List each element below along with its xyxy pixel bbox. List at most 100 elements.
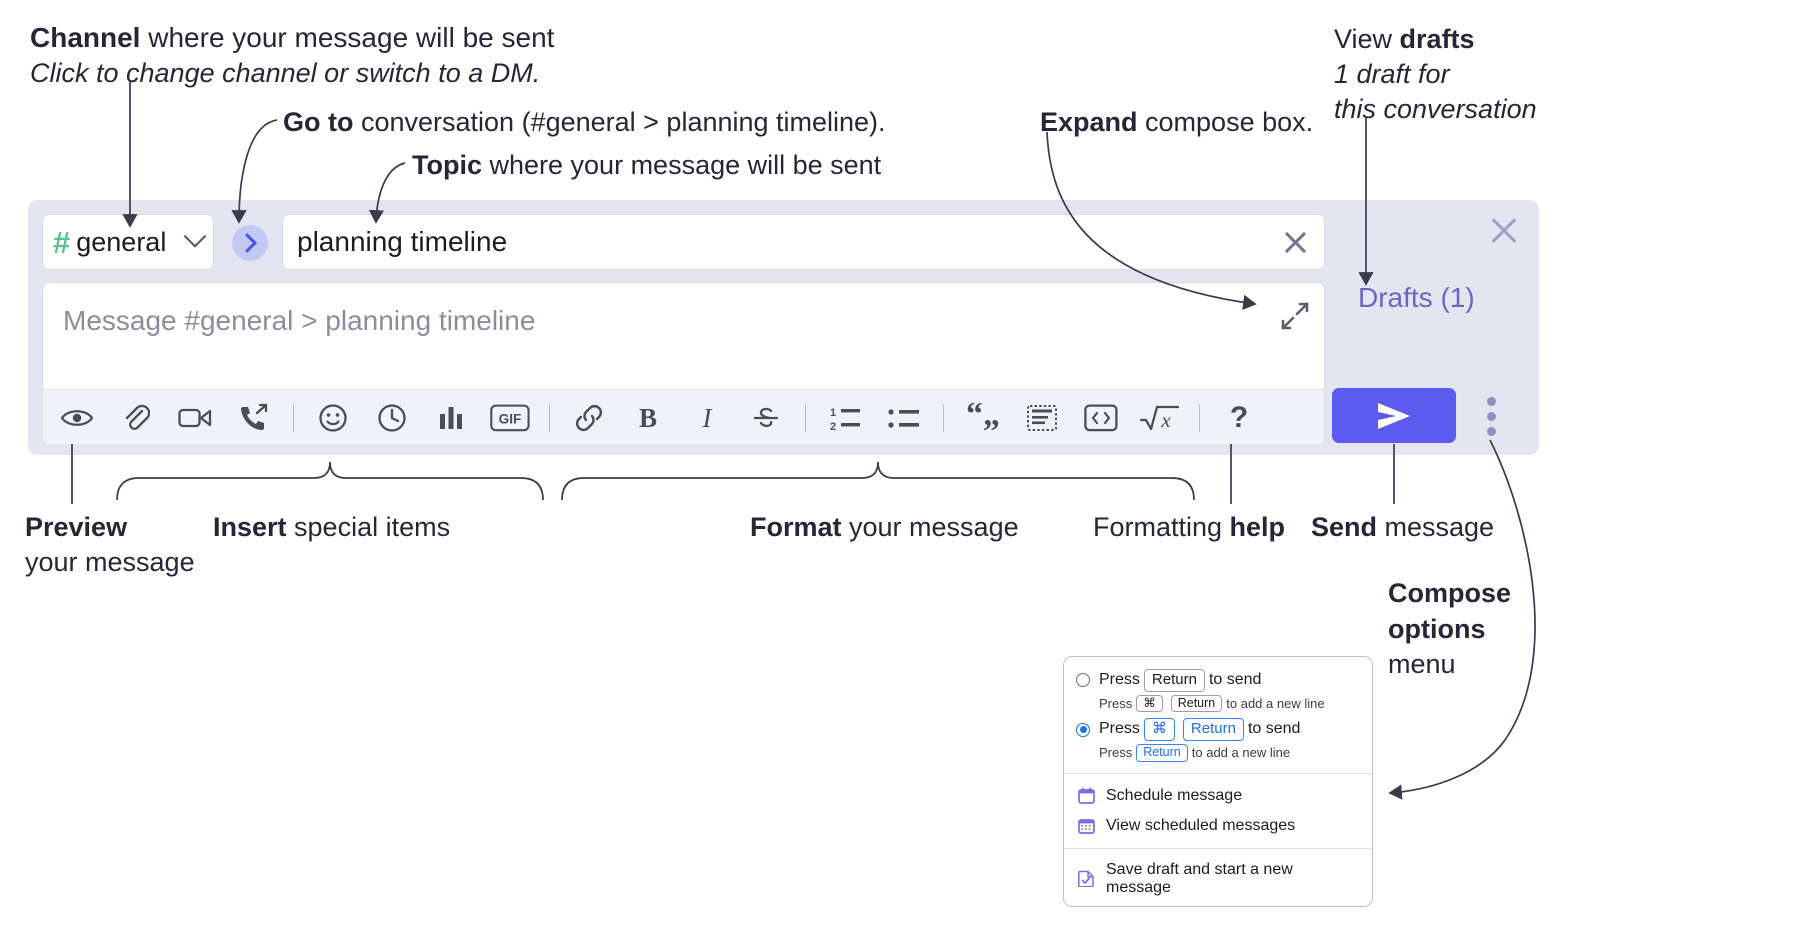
compose-panel: Drafts (1) # general planning timeline: [28, 200, 1539, 455]
annotation-format-bold: Format: [750, 512, 842, 542]
toolbar-divider: [1199, 403, 1200, 432]
menu-divider: [1064, 772, 1372, 774]
annotation-topic: Topic where your message will be sent: [412, 148, 881, 183]
radio2-pre: Press: [1099, 720, 1140, 738]
annotation-drafts-bold: drafts: [1399, 24, 1475, 54]
calendar-icon: [1076, 786, 1096, 806]
math-icon[interactable]: x: [1140, 398, 1180, 438]
channel-selector[interactable]: # general: [42, 214, 214, 270]
drafts-link[interactable]: Drafts (1): [1358, 282, 1475, 313]
annotation-format: Format your message: [750, 510, 1019, 545]
sub1-post: to add a new line: [1226, 696, 1325, 712]
key-return: Return: [1136, 744, 1188, 762]
annotation-channel-sub: Click to change channel or switch to a D…: [30, 58, 541, 89]
save-draft-icon: [1076, 869, 1096, 889]
sub1-pre: Press: [1099, 696, 1133, 712]
toolbar-divider: [549, 403, 550, 432]
annotation-goto-bold: Go to: [283, 107, 354, 137]
annotation-preview: Preview your message: [25, 510, 235, 580]
key-command: ⌘: [1143, 718, 1175, 742]
annotation-fmthelp-pre: Formatting: [1093, 512, 1230, 542]
annotation-insert: Insert special items: [213, 510, 450, 545]
annotation-format-rest: your message: [841, 512, 1019, 542]
radio1-post: to send: [1208, 671, 1262, 688]
close-icon[interactable]: [1487, 214, 1521, 248]
sub2-pre: Press: [1099, 745, 1133, 761]
svg-text:GIF: GIF: [499, 411, 522, 426]
compose-options-menu-button[interactable]: [1478, 390, 1504, 442]
compose-inner: # general planning timeline Message #gen…: [42, 214, 1325, 446]
chevron-down-icon: [183, 225, 207, 248]
annotation-preview-bold: Preview: [25, 512, 128, 542]
toolbar-divider: [943, 403, 944, 432]
link-icon[interactable]: [569, 398, 609, 438]
radio2-post: to send: [1247, 720, 1301, 738]
menu-divider: [1064, 847, 1372, 849]
kebab-dot: [1486, 426, 1496, 436]
radio1-pre: Press: [1099, 671, 1140, 688]
attachment-icon[interactable]: [116, 398, 156, 438]
annotation-compose-options: Compose options menu: [1388, 576, 1568, 683]
menu-item-label: View scheduled messages: [1106, 816, 1296, 834]
svg-text:I: I: [702, 403, 714, 433]
goto-conversation-button[interactable]: [232, 225, 268, 261]
annotation-send-rest: message: [1377, 512, 1495, 542]
send-button[interactable]: [1332, 388, 1456, 443]
clock-icon[interactable]: [372, 398, 412, 438]
phone-forward-icon[interactable]: [234, 398, 274, 438]
annotation-expand-rest: compose box.: [1137, 107, 1314, 137]
annotation-fmthelp-bold: help: [1229, 512, 1286, 542]
topic-field[interactable]: planning timeline: [282, 214, 1325, 270]
video-icon[interactable]: [175, 398, 215, 438]
menu-item-save-draft[interactable]: Save draft and start a new message: [1064, 856, 1372, 902]
formatting-toolbar: GIF B I: [43, 389, 1324, 445]
poll-icon[interactable]: [431, 398, 471, 438]
sub2-post: to add a new line: [1191, 745, 1291, 761]
annotation-topic-rest: where your message will be sent: [482, 150, 882, 180]
annotation-send-bold: Send: [1311, 512, 1378, 542]
radio-button[interactable]: [1076, 673, 1090, 688]
key-return: Return: [1182, 718, 1244, 742]
clear-topic-icon[interactable]: [1280, 227, 1310, 257]
annotation-expand-bold: Expand: [1040, 107, 1138, 137]
bold-icon[interactable]: B: [628, 398, 668, 438]
expand-compose-icon[interactable]: [1280, 301, 1310, 331]
toolbar-divider: [293, 403, 294, 432]
message-placeholder: Message #general > planning timeline: [63, 305, 536, 336]
preview-icon[interactable]: [57, 398, 97, 438]
italic-icon[interactable]: I: [687, 398, 727, 438]
calendar-grid-icon: [1076, 816, 1096, 836]
ordered-list-icon[interactable]: 1 2: [825, 398, 865, 438]
radio-button-selected[interactable]: [1076, 722, 1090, 737]
annotation-compose-bold1: Compose: [1388, 578, 1512, 608]
key-return: Return: [1170, 694, 1223, 713]
annotation-topic-bold: Topic: [412, 150, 482, 180]
blockquote-icon[interactable]: “„: [963, 398, 1003, 438]
strikethrough-icon[interactable]: [746, 398, 786, 438]
bulleted-list-icon[interactable]: [884, 398, 924, 438]
kebab-dot: [1486, 396, 1496, 406]
code-icon[interactable]: [1081, 398, 1121, 438]
annotation-insert-rest: special items: [286, 512, 451, 542]
annotation-expand: Expand compose box.: [1040, 105, 1313, 140]
code-block-icon[interactable]: [1022, 398, 1062, 438]
annotation-channel-rest: where your message will be sent: [140, 22, 555, 53]
emoji-icon[interactable]: [313, 398, 353, 438]
annotation-compose-rest: menu: [1388, 649, 1456, 680]
menu-item-view-scheduled[interactable]: View scheduled messages: [1064, 811, 1372, 841]
message-input-box[interactable]: Message #general > planning timeline: [42, 282, 1325, 446]
annotation-send: Send message: [1311, 510, 1494, 545]
menu-item-schedule-message[interactable]: Schedule message: [1064, 781, 1372, 811]
topic-value: planning timeline: [297, 226, 508, 257]
annotation-drafts-sub2: this conversation: [1334, 94, 1537, 125]
annotation-drafts-sub1: 1 draft for: [1334, 59, 1450, 90]
gif-icon[interactable]: GIF: [490, 398, 530, 438]
formatting-help-icon[interactable]: ?: [1229, 400, 1249, 434]
compose-header: # general planning timeline: [42, 214, 1325, 272]
key-command: ⌘: [1136, 694, 1163, 713]
